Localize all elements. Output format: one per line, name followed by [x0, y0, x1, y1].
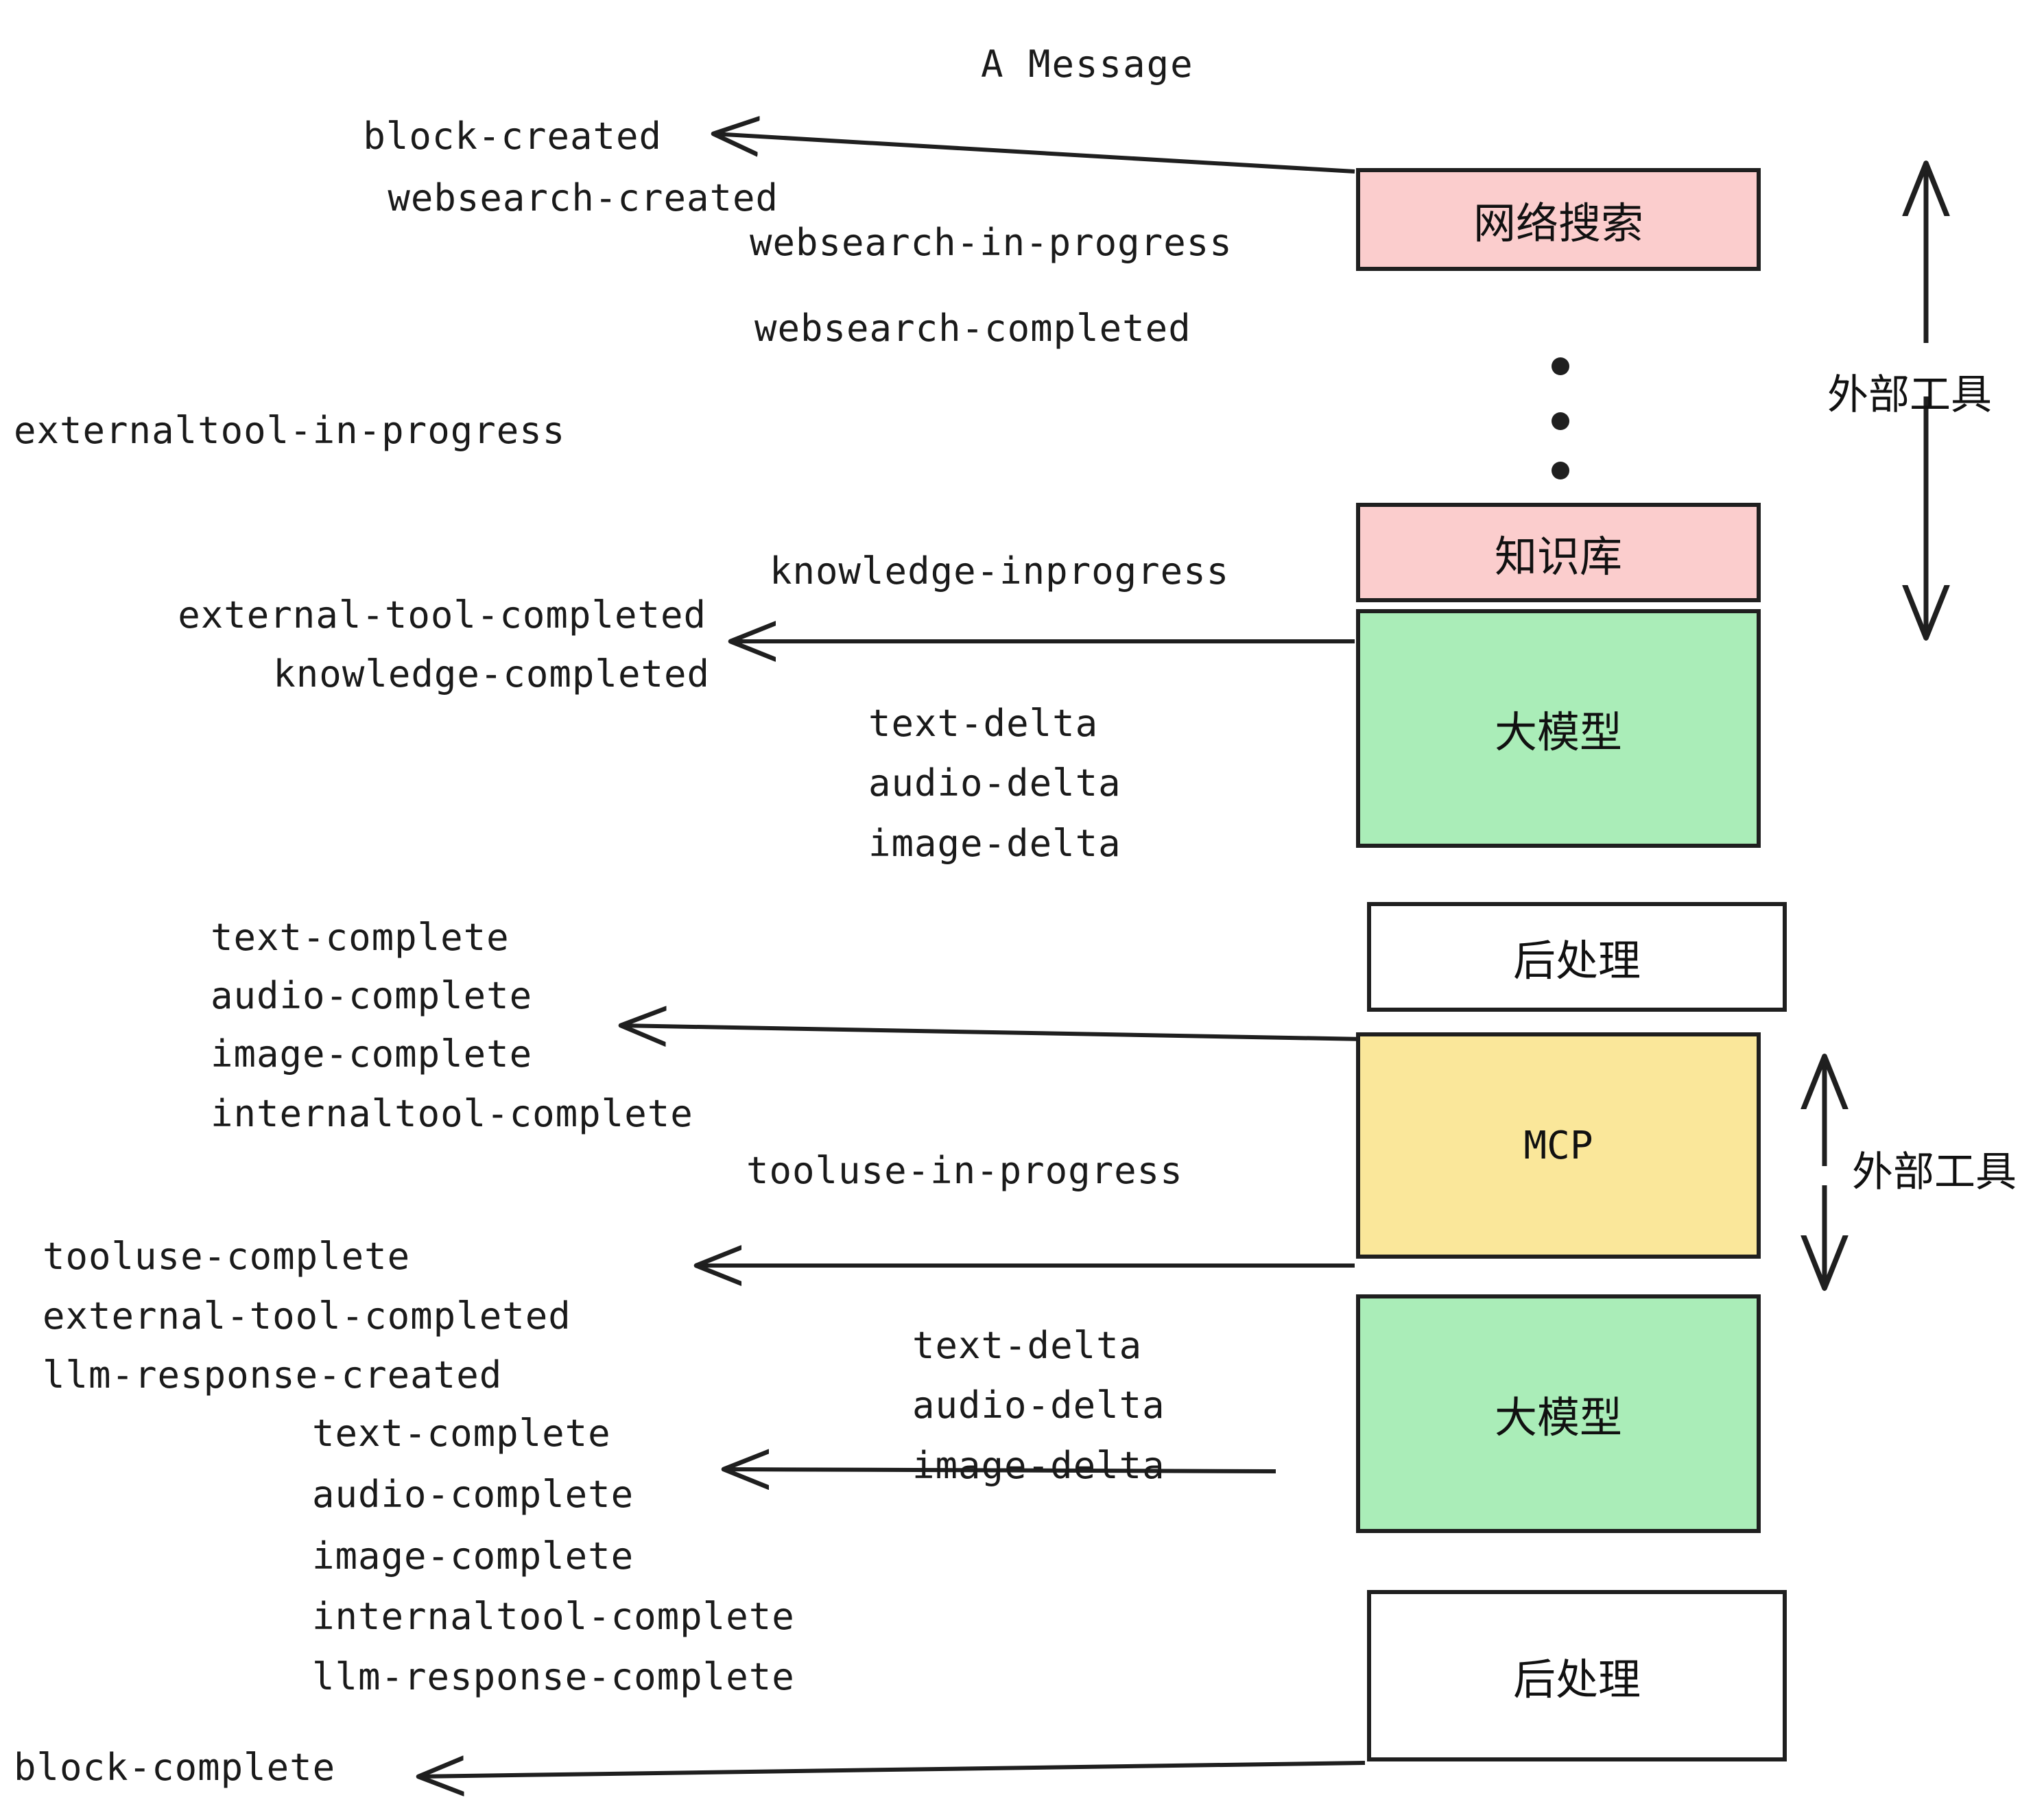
side-group-label-external-tools-bottom: 外部工具 — [1852, 1148, 2017, 1196]
node-llm-1[interactable]: 大模型 — [1356, 609, 1761, 848]
event-label-llm-response-complete: llm-response-complete — [312, 1655, 795, 1698]
event-label-external-tool-completed-2: external-tool-completed — [43, 1294, 571, 1338]
ellipsis-dot — [1552, 357, 1569, 375]
event-label-audio-complete-1: audio-complete — [211, 974, 533, 1017]
side-group-label-external-tools-top: 外部工具 — [1827, 371, 1992, 419]
page-title: A Message — [981, 43, 1194, 86]
node-label: 后处理 — [1512, 936, 1641, 986]
node-label: 后处理 — [1512, 1654, 1641, 1705]
event-label-image-delta-2: image-delta — [912, 1444, 1165, 1487]
event-label-image-delta-1: image-delta — [868, 822, 1121, 865]
event-label-websearch-created: websearch-created — [388, 176, 779, 219]
event-label-text-complete-2: text-complete — [312, 1412, 611, 1455]
node-llm-2[interactable]: 大模型 — [1356, 1294, 1761, 1533]
event-label-text-delta-1: text-delta — [868, 702, 1099, 745]
event-label-audio-complete-2: audio-complete — [312, 1473, 634, 1516]
ellipsis-dot — [1552, 412, 1569, 430]
node-mcp[interactable]: MCP — [1356, 1032, 1761, 1259]
ellipsis-dot — [1552, 462, 1569, 479]
event-label-internaltool-complete-1: internaltool-complete — [211, 1092, 693, 1135]
arrow-postproc1-to-image-complete — [621, 1025, 1366, 1039]
arrow-websearch-to-created — [713, 134, 1355, 174]
event-label-audio-delta-2: audio-delta — [912, 1384, 1165, 1427]
event-label-externaltool-in-progress: externaltool-in-progress — [14, 409, 566, 452]
event-label-tooluse-complete: tooluse-complete — [43, 1235, 411, 1278]
event-label-audio-delta-1: audio-delta — [868, 761, 1121, 805]
event-label-websearch-completed: websearch-completed — [754, 307, 1191, 350]
event-label-external-tool-completed-1: external-tool-completed — [178, 593, 706, 637]
event-label-websearch-in-progress: websearch-in-progress — [750, 221, 1233, 264]
event-label-tooluse-in-progress: tooluse-in-progress — [746, 1149, 1183, 1192]
event-label-llm-response-created: llm-response-created — [43, 1353, 503, 1397]
node-label: 大模型 — [1494, 707, 1622, 757]
event-label-internaltool-complete-2: internaltool-complete — [312, 1595, 795, 1638]
node-label: 网络搜索 — [1473, 198, 1643, 248]
node-postproc-2[interactable]: 后处理 — [1367, 1590, 1787, 1761]
node-label: 知识库 — [1494, 531, 1622, 582]
node-knowledge[interactable]: 知识库 — [1356, 503, 1761, 602]
event-label-image-complete-1: image-complete — [211, 1032, 533, 1076]
node-label: 大模型 — [1494, 1392, 1622, 1443]
event-label-text-complete-1: text-complete — [211, 916, 510, 959]
arrow-postproc2-to-block-complete — [418, 1763, 1366, 1777]
node-label: MCP — [1523, 1123, 1593, 1168]
event-label-text-delta-2: text-delta — [912, 1324, 1143, 1367]
event-label-image-complete-2: image-complete — [312, 1534, 634, 1578]
event-label-knowledge-completed: knowledge-completed — [273, 652, 710, 696]
event-label-block-created: block-created — [363, 115, 662, 158]
event-label-knowledge-inprogress: knowledge-inprogress — [770, 549, 1230, 593]
event-label-block-complete: block-complete — [14, 1746, 336, 1789]
node-postproc-1[interactable]: 后处理 — [1367, 902, 1787, 1012]
node-websearch[interactable]: 网络搜索 — [1356, 168, 1761, 271]
